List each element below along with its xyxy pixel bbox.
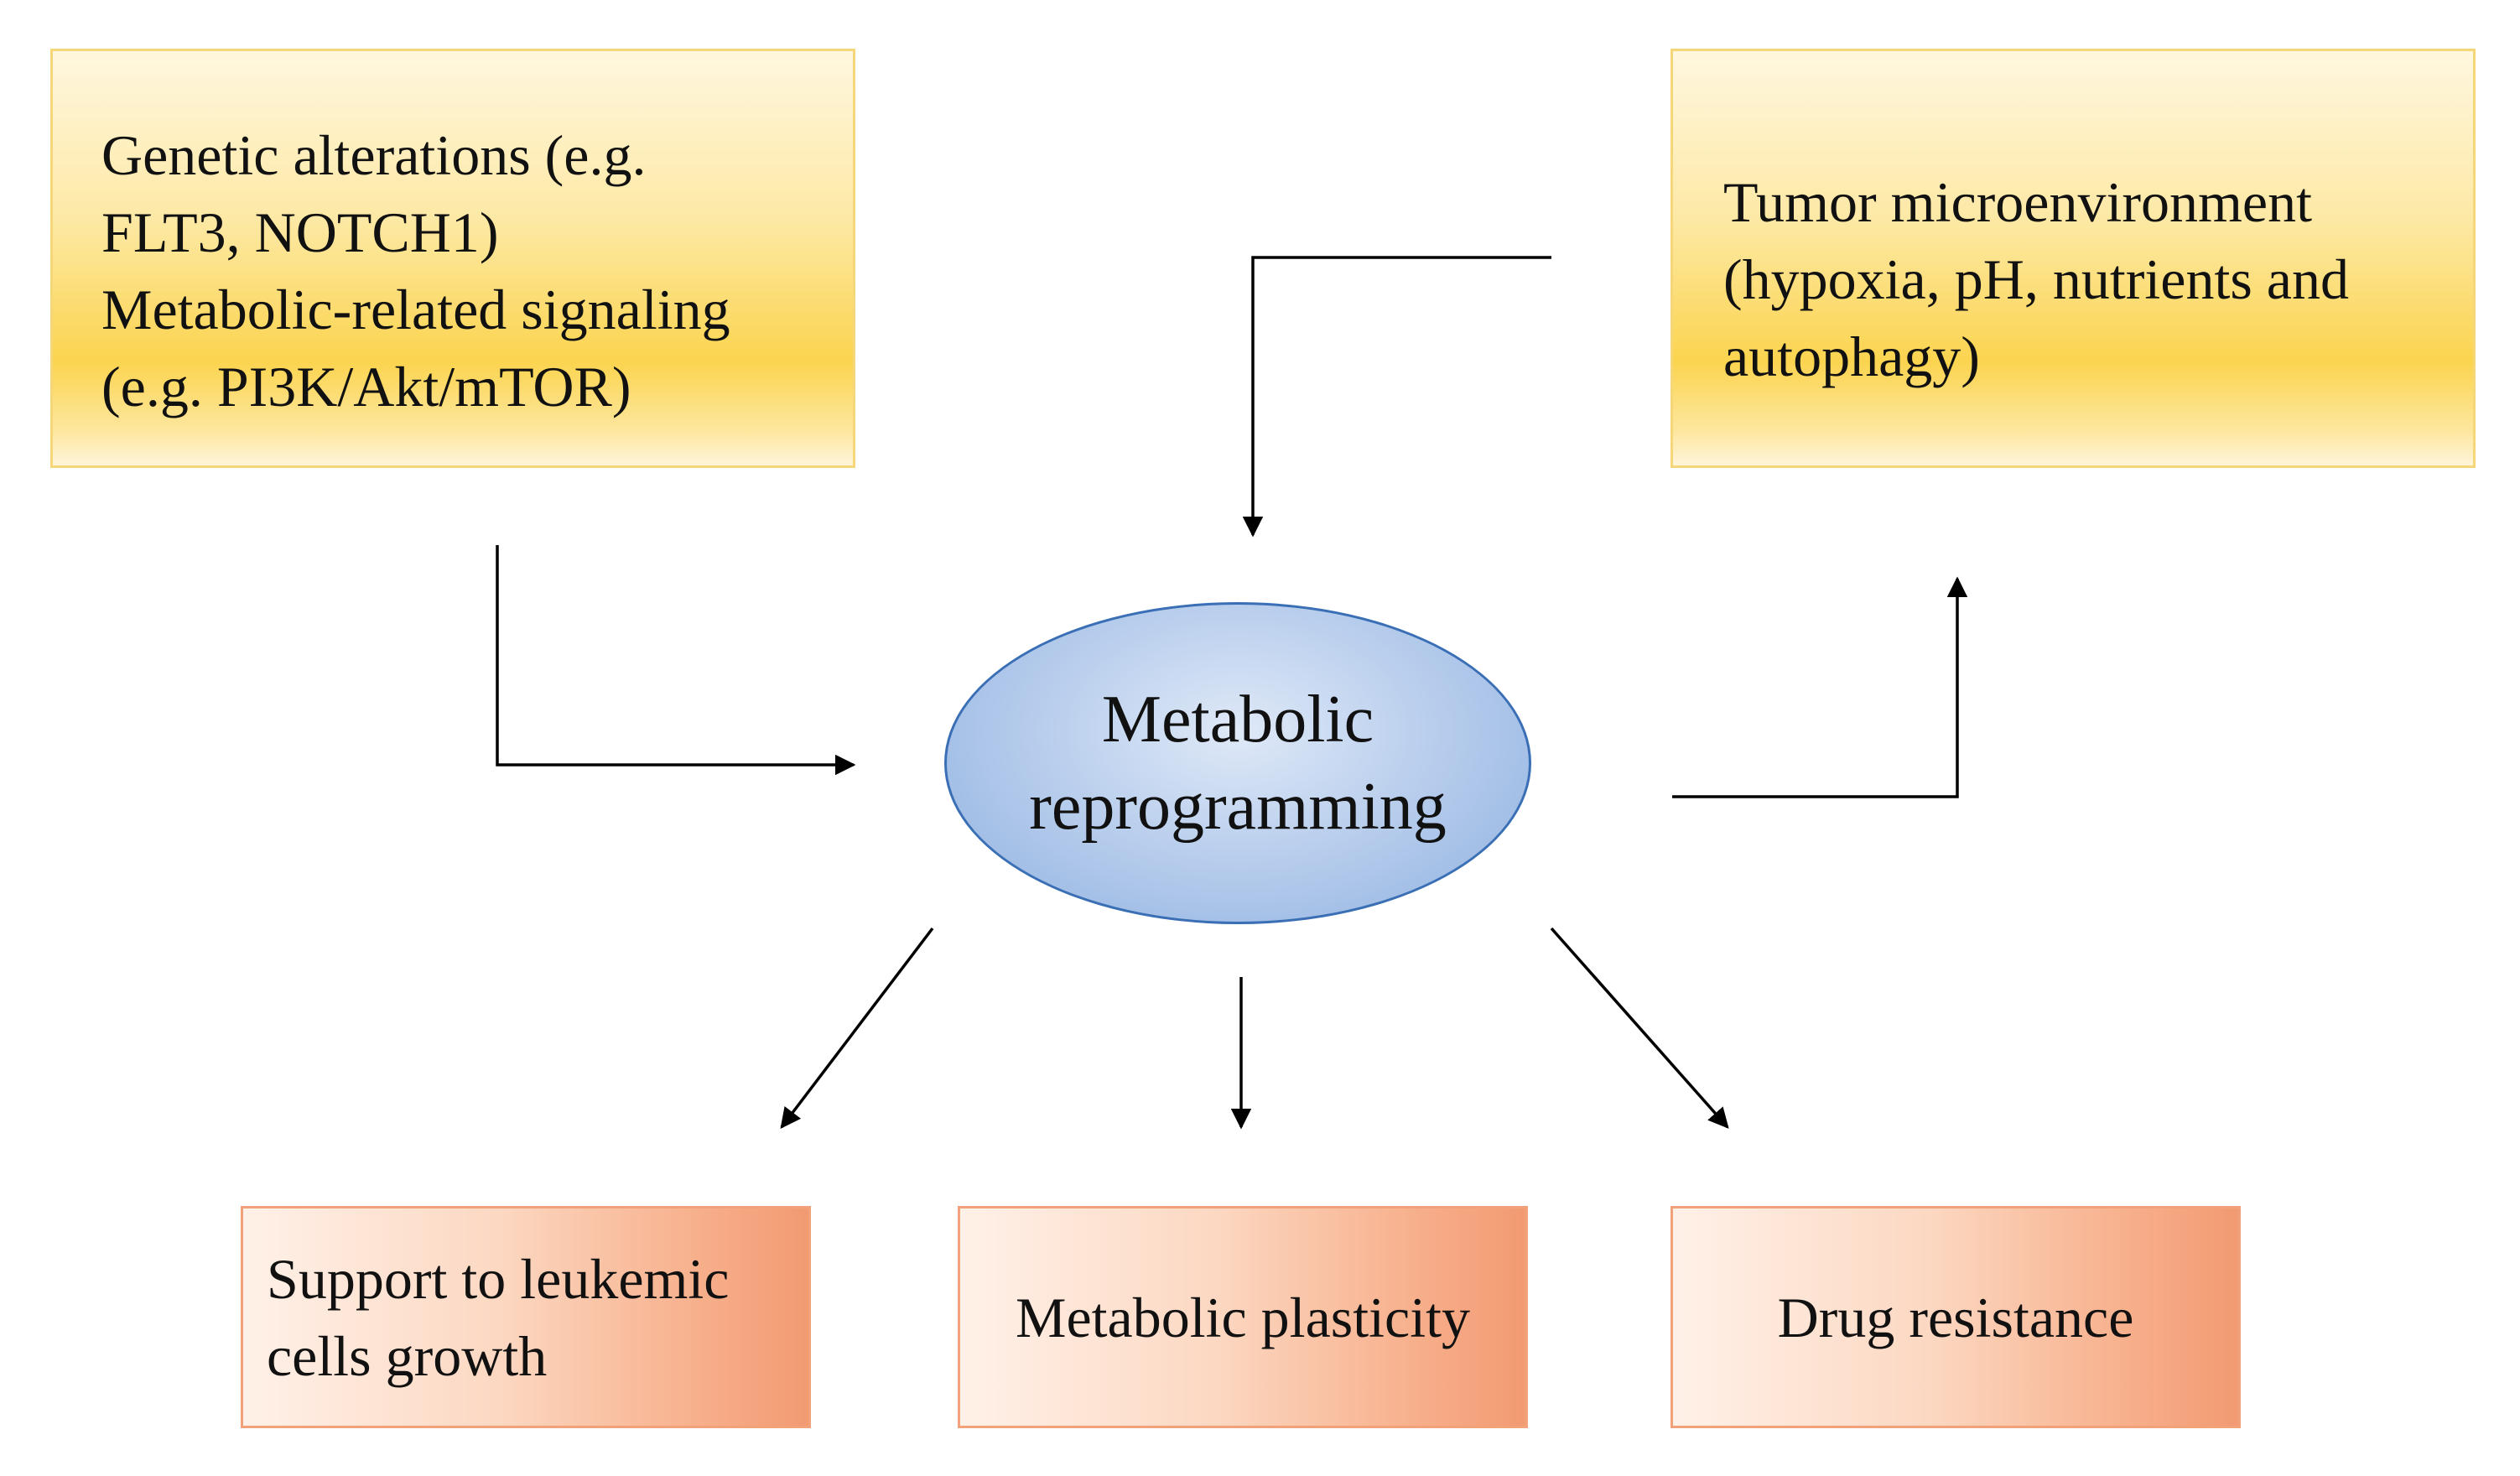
genetic-alterations-line-2: FLT3, NOTCH1): [101, 200, 499, 264]
metabolic-signaling-line-1: Metabolic-related signaling: [101, 278, 730, 341]
leukemic-growth-line-2: cells growth: [267, 1323, 548, 1388]
arrow-reprogramming-to-growth: [780, 927, 934, 1129]
metabolic-reprogramming-line-1: Metabolic: [1101, 683, 1374, 756]
genetic-alterations-line-1: Genetic alterations (e.g.: [101, 123, 647, 187]
arrow-microenvironment-to-reprogramming: [1242, 256, 1551, 538]
arrow-genetic-to-reprogramming: [496, 545, 856, 776]
metabolic-plasticity-box: Metabolic plasticity: [958, 1206, 1528, 1428]
tumor-microenvironment-line-1: Tumor microenvironment: [1723, 170, 2312, 234]
tumor-microenvironment-line-3: autophagy): [1723, 325, 1980, 388]
arrow-reprogramming-to-resistance: [1550, 927, 1729, 1129]
tumor-microenvironment-line-2: (hypoxia, pH, nutrients and: [1723, 247, 2349, 311]
metabolic-signaling-line-2: (e.g. PI3K/Akt/mTOR): [101, 355, 631, 418]
tumor-microenvironment-box: Tumor microenvironment (hypoxia, pH, nut…: [1670, 49, 2476, 468]
genetic-alterations-box: Genetic alterations (e.g. FLT3, NOTCH1) …: [50, 49, 855, 468]
metabolic-plasticity-label: Metabolic plasticity: [1016, 1285, 1470, 1349]
leukemic-growth-line-1: Support to leukemic: [267, 1246, 730, 1311]
leukemic-growth-box: Support to leukemic cells growth: [241, 1206, 811, 1428]
drug-resistance-label: Drug resistance: [1777, 1285, 2134, 1349]
arrow-reprogramming-to-microenvironment: [1672, 576, 1968, 798]
drug-resistance-box: Drug resistance: [1670, 1206, 2241, 1428]
metabolic-reprogramming-node: Metabolic reprogramming: [944, 602, 1531, 924]
metabolic-reprogramming-line-2: reprogramming: [1029, 770, 1447, 844]
